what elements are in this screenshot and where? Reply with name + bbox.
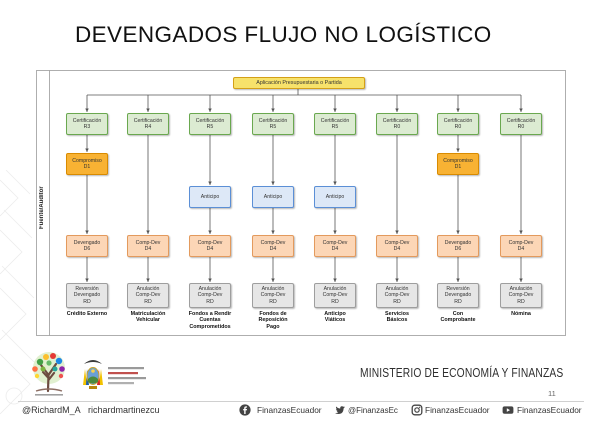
case-label-text: Matriculación Vehicular	[130, 311, 166, 324]
case-label-text: Anticipo Viáticos	[324, 311, 346, 324]
youtube-icon	[502, 406, 514, 414]
case-label-text: Crédito Externo	[66, 311, 108, 317]
anulacion-node: Anulación Comp-Dev RD	[252, 283, 294, 308]
footer-divider	[18, 401, 584, 402]
instagram-icon	[411, 404, 423, 416]
facebook-handle: FinanzasEcuador	[257, 405, 322, 415]
certificacion-node: Certificación R4	[127, 113, 169, 135]
slide-title: DEVENGADOS FLUJO NO LOGÍSTICO	[75, 22, 492, 47]
case-label: Anticipo Viáticos	[314, 311, 356, 324]
anulacion-node: Anulación Comp-Dev RD	[127, 283, 169, 308]
ministry-name: MINISTERIO DE ECONOMÍA Y FINANZAS	[360, 365, 564, 380]
certificacion-node: Certificación R0	[437, 113, 479, 135]
case-label-text: Fondos a Rendir Cuentas Comprometidos	[188, 311, 232, 330]
case-label: Fondos de Reposición Pago	[252, 311, 294, 330]
facebook-icon	[239, 404, 251, 416]
lane-label: Fuente/Auditor	[39, 186, 45, 230]
comp-dev-node: Comp-Dev D4	[252, 235, 294, 257]
case-label-text: Fondos de Reposición Pago	[258, 311, 288, 330]
anulacion-node: Anulación Comp-Dev RD	[500, 283, 542, 308]
comp-dev-node: Comp-Dev D4	[189, 235, 231, 257]
compromiso-node: Compromiso D1	[437, 153, 479, 175]
twitter-icon	[335, 406, 345, 414]
anticipo-node: Anticipo	[252, 186, 294, 208]
case-label: Matriculación Vehicular	[127, 311, 169, 324]
anulacion-node: Anulación Comp-Dev RD	[376, 283, 418, 308]
anulacion-node: Anulación Comp-Dev RD	[189, 283, 231, 308]
anulacion-node: Anulación Comp-Dev RD	[314, 283, 356, 308]
comp-dev-node: Comp-Dev D4	[127, 235, 169, 257]
anticipo-node: Anticipo	[314, 186, 356, 208]
certificacion-node: Certificación R3	[66, 113, 108, 135]
devengado-node: Devengado D6	[437, 235, 479, 257]
case-label: Crédito Externo	[66, 311, 108, 317]
personal-twitter-handle: @RichardM_A	[22, 405, 81, 415]
certificacion-node: Certificación R5	[314, 113, 356, 135]
case-label: Con Comprobante	[437, 311, 479, 324]
background-pattern	[0, 170, 35, 415]
anticipo-node: Anticipo	[189, 186, 231, 208]
root-node-aplicacion-presupuestaria: Aplicación Presupuestaria o Partida	[233, 77, 365, 89]
twitter-handle: @FinanzasEc	[348, 406, 398, 415]
certificacion-node: Certificación R0	[376, 113, 418, 135]
tree-logo	[32, 352, 65, 396]
certificacion-node: Certificación R0	[500, 113, 542, 135]
diagram-frame	[36, 70, 566, 336]
case-label-text: Con Comprobante	[440, 311, 476, 324]
comp-dev-node: Comp-Dev D4	[500, 235, 542, 257]
comp-dev-node: Comp-Dev D4	[314, 235, 356, 257]
case-label-text: Nómina	[511, 311, 531, 317]
case-label: Nómina	[500, 311, 542, 317]
youtube-handle: FinanzasEcuador	[517, 405, 582, 415]
case-label: Fondos a Rendir Cuentas Comprometidos	[188, 311, 232, 330]
devengado-node: Devengado D6	[66, 235, 108, 257]
compromiso-node: Compromiso D1	[66, 153, 108, 175]
reversion-node: Reversión Devengado RD	[66, 283, 108, 308]
reversion-node: Reversión Devengado RD	[437, 283, 479, 308]
column-flow-arrows	[85, 135, 523, 282]
page-number: 11	[548, 389, 556, 398]
instagram-handle: FinanzasEcuador	[425, 405, 490, 415]
drops-to-certificacion	[85, 95, 523, 112]
case-label-text: Servicios Básicos	[385, 311, 409, 324]
case-label: Servicios Básicos	[376, 311, 418, 324]
comp-dev-node: Comp-Dev D4	[376, 235, 418, 257]
certificacion-node: Certificación R5	[252, 113, 294, 135]
ecuador-coat-of-arms-logo	[83, 360, 146, 389]
personal-site-handle: richardmartinezcu	[88, 405, 160, 415]
certificacion-node: Certificación R5	[189, 113, 231, 135]
